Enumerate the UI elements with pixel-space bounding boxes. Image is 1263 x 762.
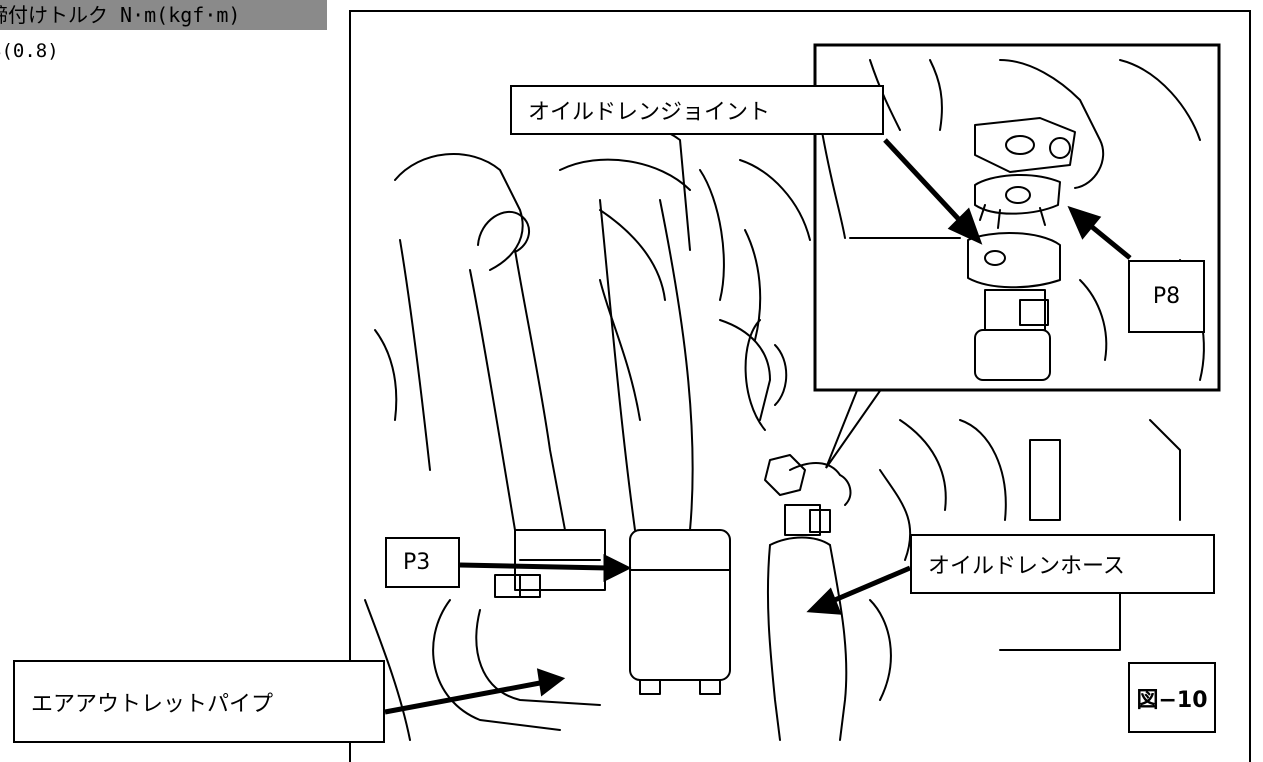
torque-spec-header: 締付けトルク N·m(kgf·m) [0,0,327,30]
label-oil-drain-joint: オイルドレンジョイント [510,85,884,135]
torque-spec-value: 8(0.8) [0,40,59,62]
label-oil-drain-hose: オイルドレンホース [910,534,1215,594]
figure-number: 図−10 [1128,662,1216,733]
label-air-outlet-pipe: エアアウトレットパイプ [13,660,385,743]
label-p8: P8 [1128,260,1205,333]
figure-frame [349,10,1251,762]
label-p3: P3 [385,537,460,588]
